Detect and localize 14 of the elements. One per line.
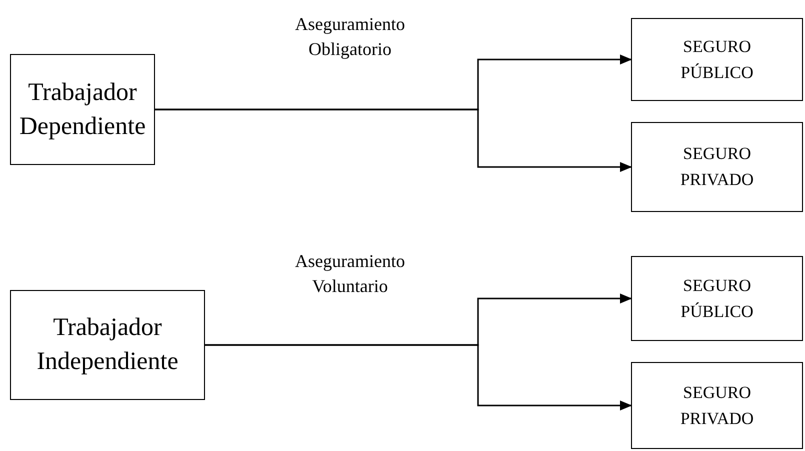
process-box bbox=[10, 54, 155, 165]
process-box bbox=[631, 256, 803, 341]
arrow bbox=[205, 344, 632, 410]
process-box bbox=[631, 362, 803, 449]
box-label: SEGURO PÚBLICO bbox=[680, 36, 754, 84]
box-label: Trabajador Independiente bbox=[36, 313, 180, 377]
process-box bbox=[10, 290, 205, 400]
arrow bbox=[155, 108, 632, 172]
process-box bbox=[631, 122, 803, 212]
box-label: SEGURO PRIVADO bbox=[679, 382, 755, 430]
box-label: SEGURO PRIVADO bbox=[679, 143, 755, 191]
box-label: Trabajador Dependiente bbox=[18, 78, 147, 142]
process-box bbox=[631, 18, 803, 101]
box-label: SEGURO PÚBLICO bbox=[680, 274, 754, 322]
